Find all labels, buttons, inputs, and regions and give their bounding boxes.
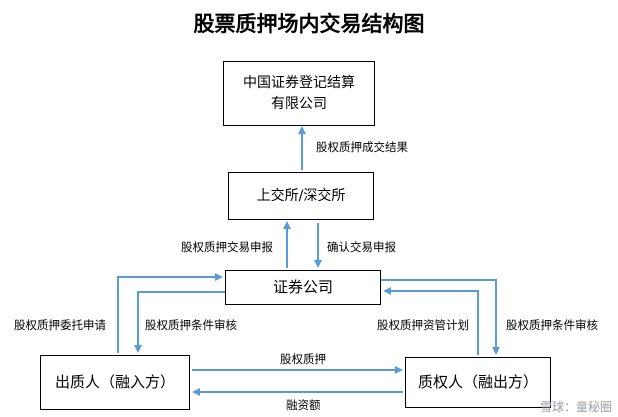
node-pledgor: 出质人（融入方） — [40, 355, 190, 410]
node-csdc-line1: 中国证券登记结算 — [243, 74, 355, 91]
label-pledge-result: 股权质押成交结果 — [316, 140, 408, 154]
node-csdc-line2: 有限公司 — [271, 95, 327, 112]
label-equity-pledge: 股权质押 — [280, 352, 326, 366]
label-entrust-declare: 股权质押委托申请 — [14, 318, 106, 332]
arrow-broker-to-pledgee — [381, 279, 500, 355]
node-pledgee: 质权人（融出方） — [405, 357, 551, 408]
node-csdc: 中国证券登记结算 有限公司 — [223, 61, 375, 126]
arrow-broker-to-pledgor — [134, 291, 225, 353]
arrow-pledgor-to-broker — [117, 273, 223, 353]
arrow-pledgee-to-broker — [383, 287, 479, 355]
label-trade-declare: 股权质押交易申报 — [181, 240, 273, 254]
watermark: 雪球：童秘圈 — [539, 400, 612, 414]
node-broker: 证券公司 — [225, 270, 381, 305]
label-financing-amount: 融资额 — [286, 398, 321, 412]
label-condition-review-left: 股权质押条件审核 — [145, 318, 237, 332]
node-exchange: 上交所/深交所 — [228, 172, 374, 220]
label-condition-review-right: 股权质押条件审核 — [506, 318, 598, 332]
diagram-title: 股票质押场内交易结构图 — [193, 11, 425, 36]
label-fund-plan: 股权质押资管计划 — [377, 318, 469, 332]
label-confirm-declare: 确认交易申报 — [327, 240, 396, 254]
